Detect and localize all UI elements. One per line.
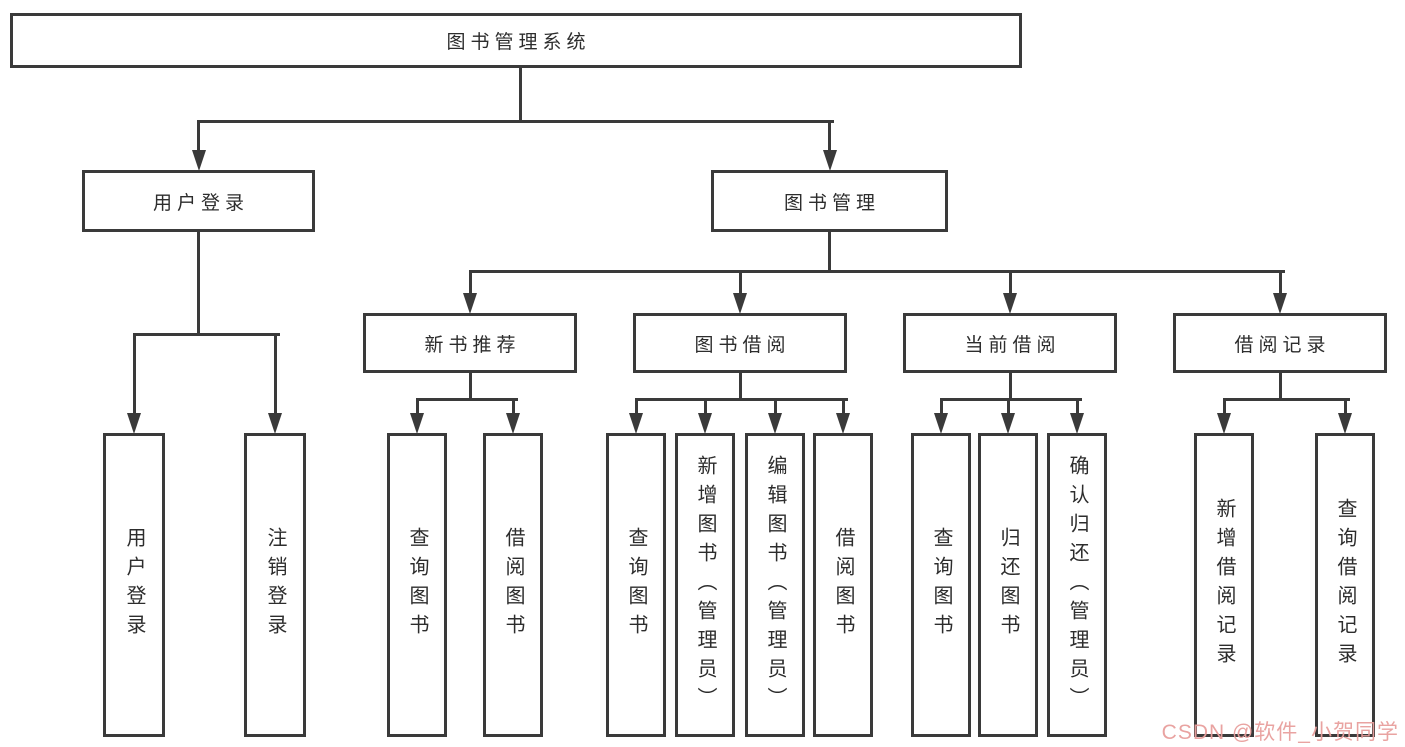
arrow-down-icon bbox=[1001, 413, 1015, 434]
leaf-label: 编辑图书（管理员） bbox=[764, 454, 786, 716]
leaf-borrow-books-borrow: 借阅图书 bbox=[813, 433, 873, 737]
leaf-label: 注销登录 bbox=[264, 527, 286, 643]
node-current-borrowing: 当前借阅 bbox=[903, 313, 1117, 373]
connector-line bbox=[634, 398, 638, 416]
leaf-label: 借阅图书 bbox=[502, 527, 524, 643]
node-new-book-recommend: 新书推荐 bbox=[363, 313, 577, 373]
arrow-down-icon bbox=[127, 413, 141, 434]
connector-line bbox=[132, 333, 136, 416]
leaf-query-borrow-record: 查询借阅记录 bbox=[1315, 433, 1375, 737]
arrow-down-icon bbox=[836, 413, 850, 434]
node-borrowing-records: 借阅记录 bbox=[1173, 313, 1387, 373]
arrow-down-icon bbox=[506, 413, 520, 434]
arrow-down-icon bbox=[768, 413, 782, 434]
leaf-user-login: 用户登录 bbox=[103, 433, 165, 737]
connector-line bbox=[738, 373, 742, 401]
connector-line bbox=[828, 120, 831, 152]
connector-line bbox=[197, 120, 834, 123]
connector-line bbox=[1006, 398, 1010, 416]
arrow-down-icon bbox=[268, 413, 282, 434]
connector-line bbox=[415, 398, 419, 416]
connector-line bbox=[1008, 270, 1012, 296]
connector-line bbox=[1278, 373, 1282, 401]
connector-line bbox=[468, 373, 472, 401]
arrow-down-icon bbox=[1273, 293, 1287, 314]
connector-line bbox=[1075, 398, 1079, 416]
leaf-label: 查询图书 bbox=[406, 527, 428, 643]
connector-line bbox=[939, 398, 1082, 401]
arrow-down-icon bbox=[1217, 413, 1231, 434]
leaf-label: 归还图书 bbox=[997, 527, 1019, 643]
connector-line bbox=[1222, 398, 1350, 401]
connector-line bbox=[197, 232, 200, 336]
connector-line bbox=[273, 333, 277, 416]
leaf-label: 确认归还（管理员） bbox=[1066, 454, 1088, 716]
connector-line bbox=[634, 398, 848, 401]
connector-line bbox=[132, 333, 280, 336]
arrow-down-icon bbox=[1338, 413, 1352, 434]
node-book-borrowing: 图书借阅 bbox=[633, 313, 847, 373]
leaf-label: 查询图书 bbox=[625, 527, 647, 643]
connector-line bbox=[197, 120, 200, 152]
arrow-down-icon bbox=[934, 413, 948, 434]
leaf-add-borrow-record: 新增借阅记录 bbox=[1194, 433, 1254, 737]
leaf-query-books-borrow: 查询图书 bbox=[606, 433, 666, 737]
leaf-query-books-recommend: 查询图书 bbox=[387, 433, 447, 737]
connector-line bbox=[468, 270, 1285, 273]
csdn-watermark: CSDN @软件_小贺同学 bbox=[1161, 721, 1399, 744]
leaf-logout-login: 注销登录 bbox=[244, 433, 306, 737]
leaf-add-book-admin: 新增图书（管理员） bbox=[675, 433, 735, 737]
leaf-query-books-current: 查询图书 bbox=[911, 433, 971, 737]
arrow-down-icon bbox=[822, 150, 837, 171]
arrow-down-icon bbox=[410, 413, 424, 434]
leaf-return-books: 归还图书 bbox=[978, 433, 1038, 737]
leaf-label: 新增图书（管理员） bbox=[694, 454, 716, 716]
connector-line bbox=[518, 68, 522, 123]
arrow-down-icon bbox=[191, 150, 206, 171]
connector-line bbox=[939, 398, 943, 416]
connector-line bbox=[468, 270, 472, 296]
connector-line bbox=[1008, 373, 1012, 401]
connector-line bbox=[703, 398, 707, 416]
connector-line bbox=[828, 232, 831, 273]
arrow-down-icon bbox=[1070, 413, 1084, 434]
leaf-borrow-books-recommend: 借阅图书 bbox=[483, 433, 543, 737]
leaf-label: 借阅图书 bbox=[832, 527, 854, 643]
connector-line bbox=[511, 398, 515, 416]
leaf-label: 查询借阅记录 bbox=[1334, 498, 1356, 672]
arrow-down-icon bbox=[1003, 293, 1017, 314]
arrow-down-icon bbox=[733, 293, 747, 314]
leaf-label: 查询图书 bbox=[930, 527, 952, 643]
node-book-management: 图书管理 bbox=[711, 170, 948, 232]
connector-line bbox=[738, 270, 742, 296]
leaf-confirm-return-admin: 确认归还（管理员） bbox=[1047, 433, 1107, 737]
connector-line bbox=[841, 398, 845, 416]
connector-line bbox=[1343, 398, 1347, 416]
arrow-down-icon bbox=[698, 413, 712, 434]
leaf-edit-book-admin: 编辑图书（管理员） bbox=[745, 433, 805, 737]
node-user-login: 用户登录 bbox=[82, 170, 315, 232]
connector-line bbox=[1278, 270, 1282, 296]
connector-line bbox=[773, 398, 777, 416]
arrow-down-icon bbox=[629, 413, 643, 434]
node-root: 图书管理系统 bbox=[10, 13, 1022, 68]
connector-line bbox=[415, 398, 518, 401]
leaf-label: 用户登录 bbox=[123, 527, 145, 643]
connector-line bbox=[1222, 398, 1226, 416]
leaf-label: 新增借阅记录 bbox=[1213, 498, 1235, 672]
arrow-down-icon bbox=[463, 293, 477, 314]
